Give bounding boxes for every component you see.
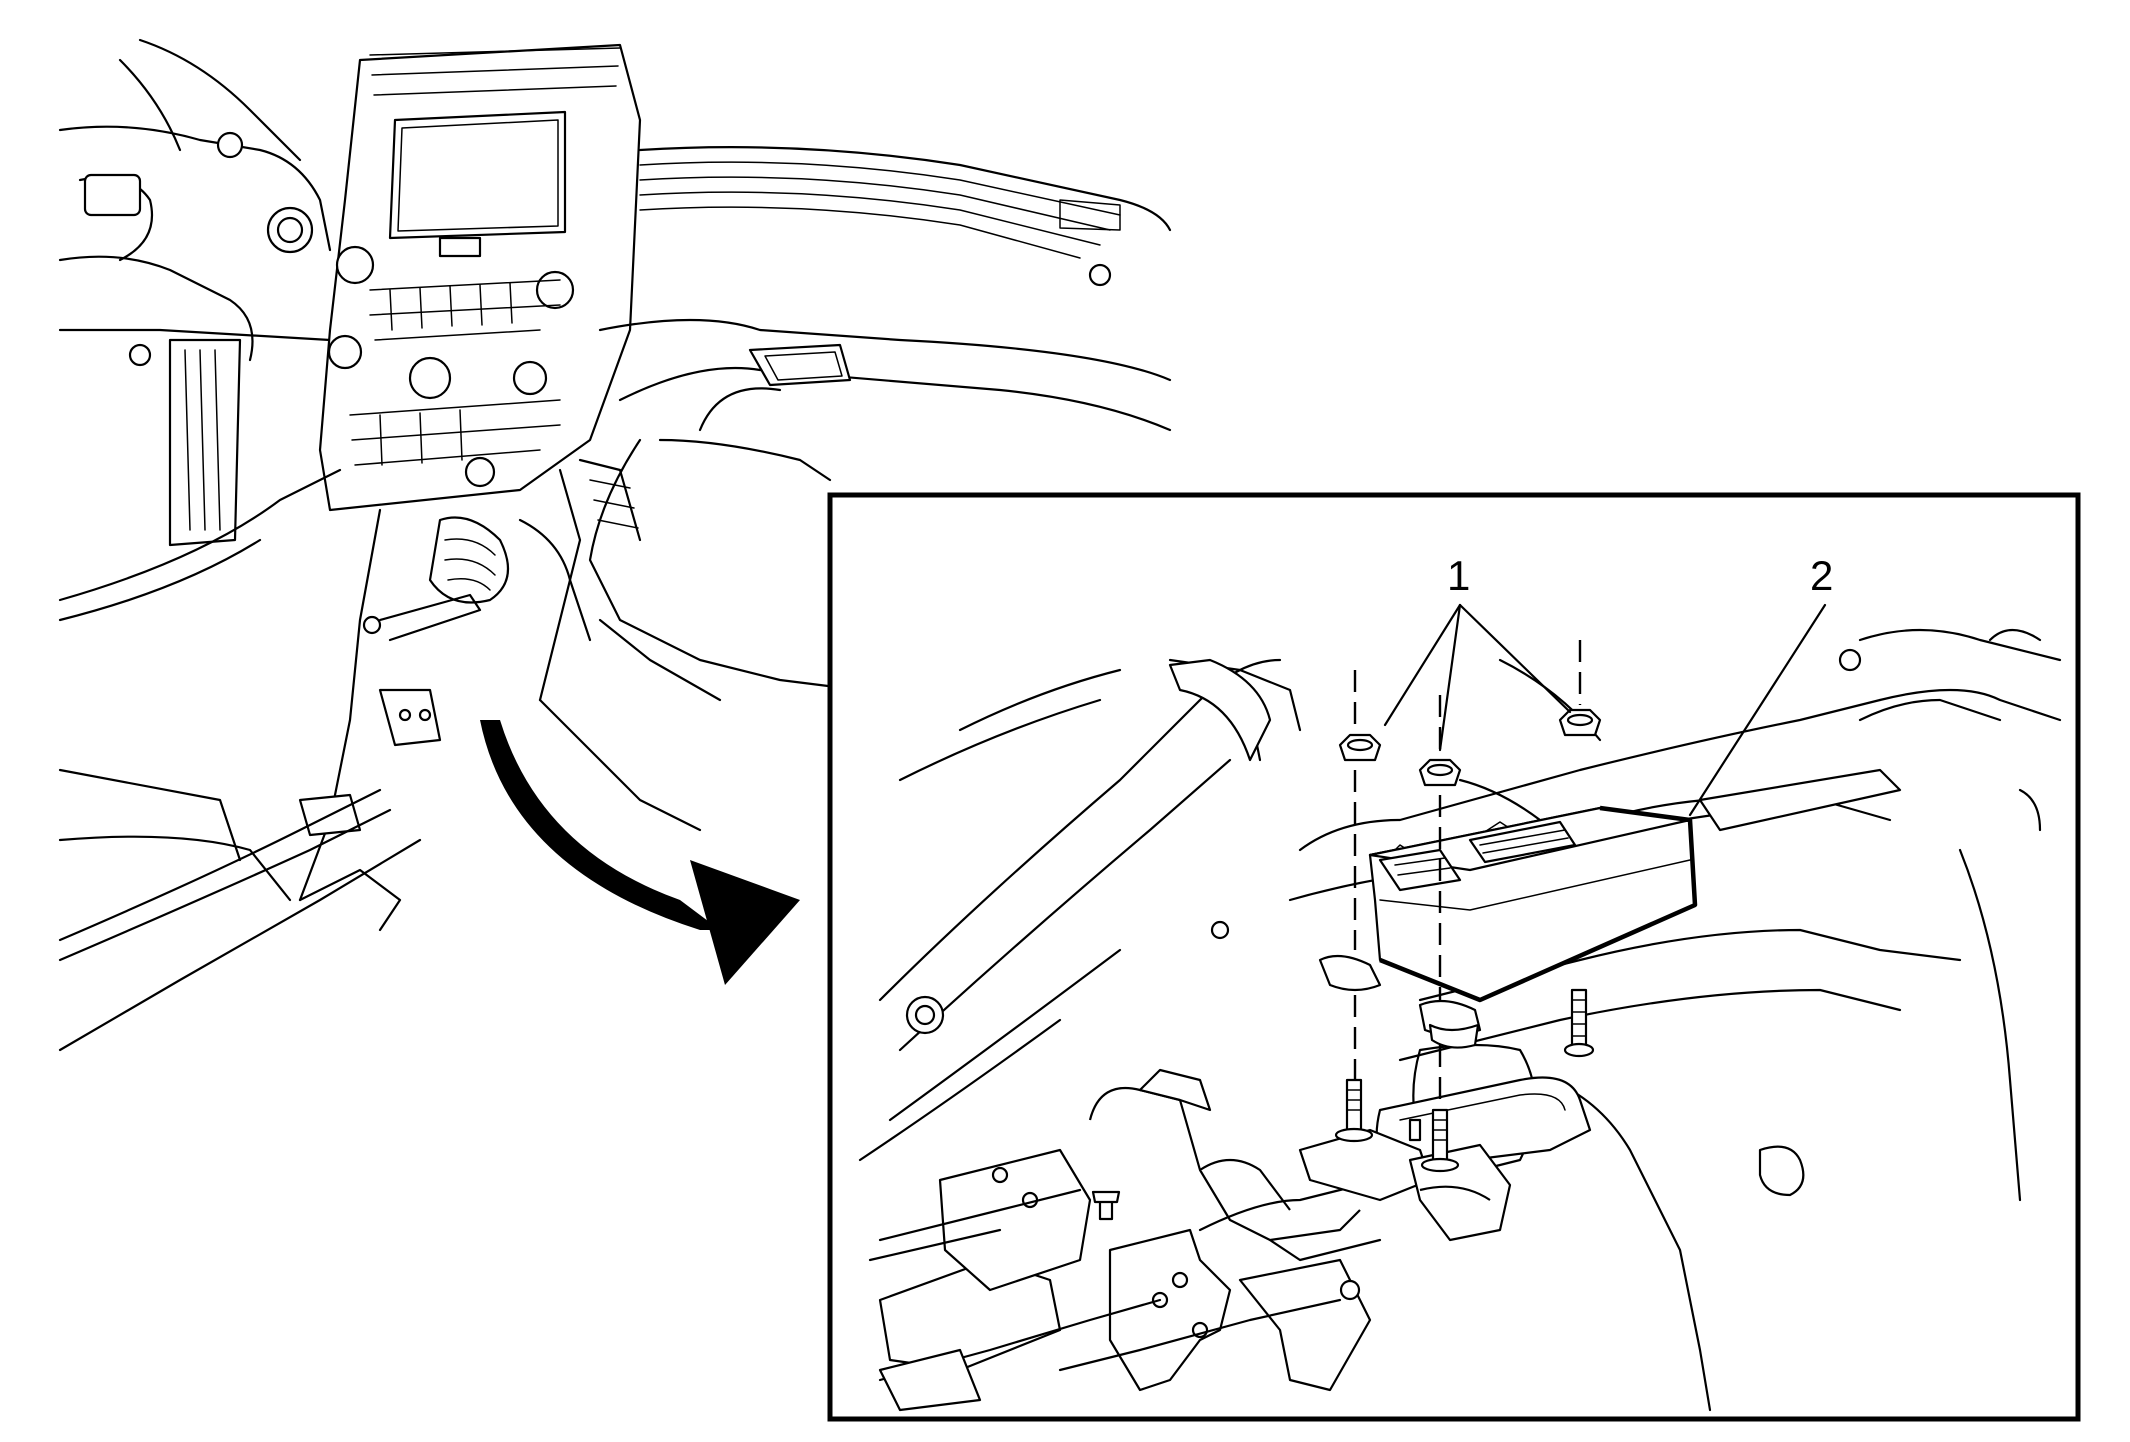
callout-leaders <box>1383 603 1827 817</box>
detail-inset-drawing <box>858 628 2062 1412</box>
detail-pointer-arrow <box>480 720 800 985</box>
overview-instrument-panel <box>58 38 1172 1052</box>
fasteners <box>1334 640 1602 1173</box>
callout-label-1: 1 <box>1447 552 1470 599</box>
callout-label-2: 2 <box>1810 552 1833 599</box>
module <box>1318 805 1698 1049</box>
